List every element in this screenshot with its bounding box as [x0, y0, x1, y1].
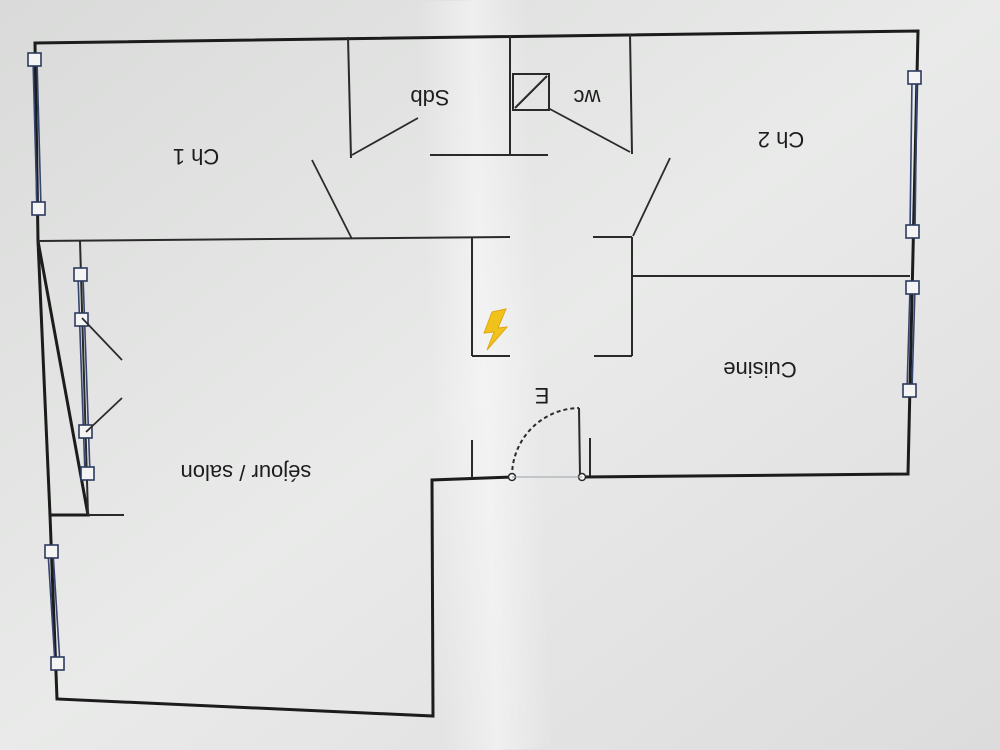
window-sejour-line-b [82, 275, 91, 475]
wc-toilet-box [512, 73, 550, 111]
window-ch1-line-b [36, 59, 42, 209]
window-sejour-sash-2 [85, 397, 123, 433]
window-sejour-lower-top-box [44, 544, 59, 559]
room-label-sejour: séjour / salon [181, 460, 312, 485]
window-sejour-lower-line-b [52, 551, 61, 665]
window-ch2-line-a [909, 77, 913, 233]
lightning-bolt-icon [483, 308, 509, 351]
room-label-wc: wc [574, 85, 602, 110]
window-sejour-box-1 [73, 267, 88, 282]
window-sejour-sash-1 [81, 317, 123, 361]
window-cuisine-line-a [906, 287, 911, 391]
window-ch1-top-box [27, 52, 42, 67]
window-cuisine-top-box [905, 280, 920, 295]
room-label-ch2: Ch 2 [758, 127, 804, 152]
west-wall [36, 239, 52, 517]
entrance-door-leaf [578, 407, 581, 477]
entrance-door-swing [510, 407, 580, 478]
window-cuisine-line-b [911, 287, 916, 391]
door-sdb [351, 117, 419, 156]
room-label-sdb: Sdb [410, 85, 449, 110]
window-sejour-lower-bottom-box [50, 656, 65, 671]
window-sejour-line-a [77, 275, 86, 475]
window-ch2-line-b [914, 77, 918, 233]
window-sejour-box-4 [80, 466, 95, 481]
wc-toilet-diagonal [514, 75, 548, 109]
wall-wc-right [629, 33, 633, 155]
outer-wall [33, 29, 920, 479]
outer-wall-entrance-left [33, 41, 513, 718]
room-label-entree: E [535, 383, 550, 408]
door-wc [547, 107, 631, 153]
door-ch1 [311, 159, 353, 240]
window-ch2-top-box [907, 70, 922, 85]
wall-ch1-sejour [37, 236, 511, 242]
room-label-ch1: Ch 1 [173, 144, 219, 169]
window-sejour-box-2 [74, 312, 89, 327]
window-sejour-lower-line-a [47, 551, 56, 665]
wall-sdb-left [347, 36, 352, 159]
window-ch2-bottom-box [905, 224, 920, 239]
window-ch1-bottom-box [31, 201, 46, 216]
window-ch1-line-a [32, 59, 38, 209]
room-label-cuisine: Cuisine [723, 357, 796, 382]
door-ch2 [632, 157, 671, 237]
window-cuisine-bottom-box [902, 383, 917, 398]
